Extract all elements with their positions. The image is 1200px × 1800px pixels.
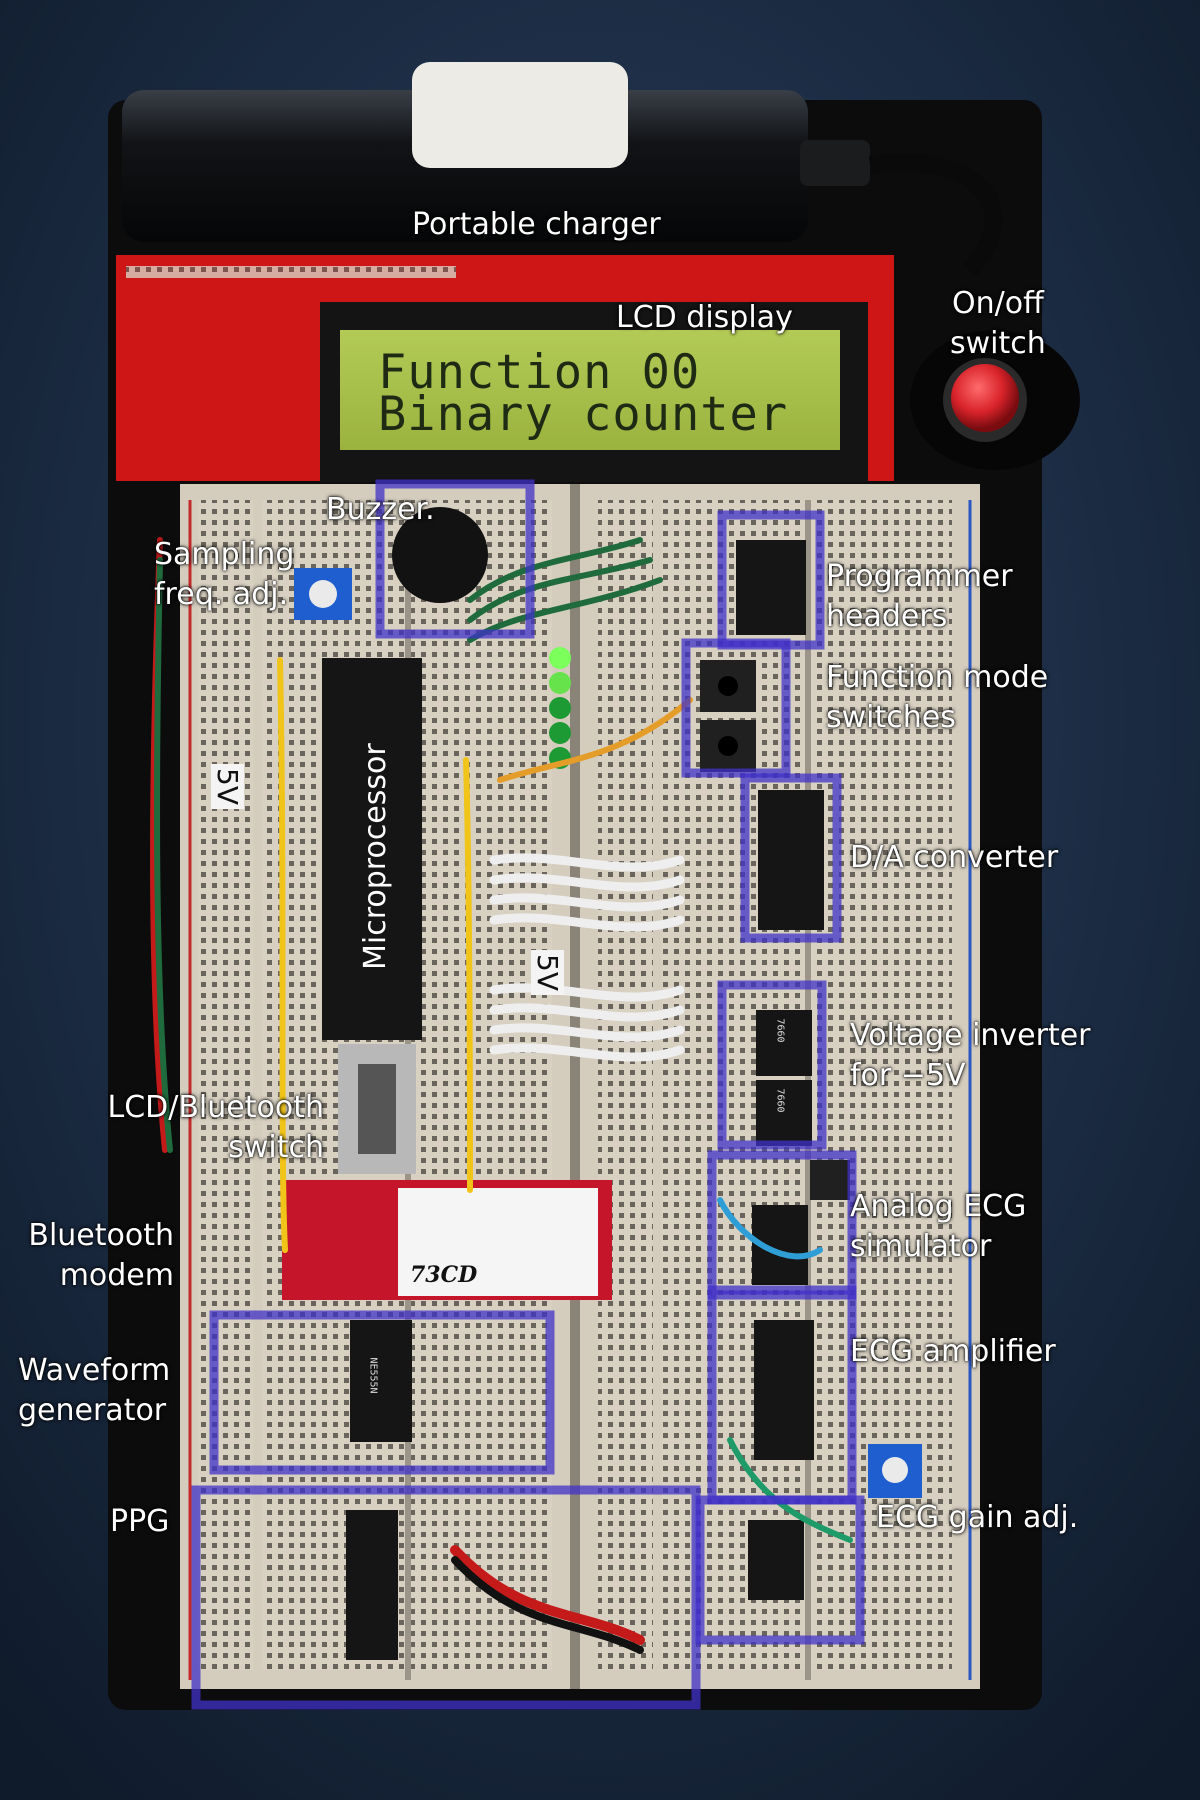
portable-charger	[122, 62, 1003, 277]
label-voltage-inverter-line2: for −5V	[850, 1058, 966, 1093]
label-ecg-gain-adj: ECG gain adj.	[876, 1500, 1079, 1535]
lcd-screen-line1: Function 00	[378, 345, 701, 400]
microprocessor-chip	[322, 658, 422, 1040]
label-voltage-inverter: Voltage inverter for −5V	[850, 1016, 1091, 1096]
label-lcd-display: LCD display	[616, 300, 793, 335]
label-buzzer: Buzzer.	[326, 492, 435, 527]
label-analog-ecg-simulator: Analog ECG simulator	[850, 1187, 1026, 1267]
label-lcd-bluetooth-line1: LCD/Bluetooth	[107, 1090, 324, 1125]
label-lcd-bluetooth-switch: LCD/Bluetooth switch	[94, 1088, 324, 1168]
five-volt-label-center: 5V	[530, 950, 564, 995]
label-sampling-line1: Sampling	[154, 537, 295, 572]
label-bluetooth-modem-line1: Bluetooth	[28, 1218, 174, 1253]
label-bluetooth-modem: Bluetooth modem	[18, 1216, 174, 1296]
label-function-mode-line2: switches	[826, 700, 956, 735]
label-sampling-freq-adj: Sampling freq. adj.	[154, 535, 294, 615]
label-ppg: PPG	[110, 1504, 170, 1539]
label-programmer-headers: Programmer headers	[826, 557, 1013, 637]
label-on-off-line1: On/off	[952, 286, 1044, 321]
label-function-mode-switches: Function mode switches	[826, 658, 1048, 738]
label-analog-ecg-line1: Analog ECG	[850, 1189, 1027, 1224]
leds	[549, 647, 571, 769]
label-microprocessor: Microprocessor	[358, 743, 393, 970]
lcd-screen-line2: Binary counter	[378, 387, 789, 442]
label-lcd-bluetooth-line2: switch	[228, 1130, 324, 1165]
function-block-outlines	[191, 479, 865, 1710]
label-waveform-generator: Waveform generator	[18, 1351, 170, 1431]
label-programmer-line1: Programmer	[826, 559, 1013, 594]
chip-marking-ne555: NE555N	[367, 1357, 379, 1394]
label-waveform-line1: Waveform	[18, 1353, 171, 1388]
label-ecg-amplifier: ECG amplifier	[850, 1334, 1056, 1369]
chip-marking-7660-a: 7660	[774, 1018, 786, 1043]
label-da-converter: D/A converter	[850, 840, 1059, 875]
label-function-mode-line1: Function mode	[826, 660, 1049, 695]
lcd-module	[116, 255, 894, 482]
label-programmer-line2: headers	[826, 599, 948, 634]
label-sampling-line2: freq. adj.	[154, 577, 289, 612]
label-on-off-line2: switch	[950, 326, 1046, 361]
label-voltage-inverter-line1: Voltage inverter	[850, 1018, 1091, 1053]
chip-marking-7660-b: 7660	[774, 1088, 786, 1113]
five-volt-label-left: 5V	[210, 764, 244, 809]
bluetooth-module-note: 73CD	[410, 1262, 478, 1288]
label-bluetooth-modem-line2: modem	[59, 1258, 174, 1293]
label-portable-charger: Portable charger	[412, 207, 661, 242]
power-switch	[910, 330, 1080, 470]
buzzer	[392, 507, 488, 603]
label-waveform-line2: generator	[18, 1393, 167, 1428]
label-on-off-switch: On/off switch	[950, 284, 1046, 364]
label-analog-ecg-line2: simulator	[850, 1229, 992, 1264]
